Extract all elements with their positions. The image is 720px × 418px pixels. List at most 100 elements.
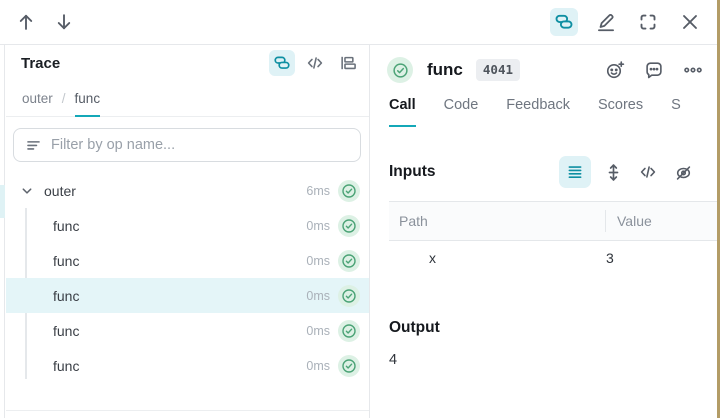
breadcrumb-item-outer[interactable]: outer xyxy=(22,91,53,106)
trace-view-switcher xyxy=(269,50,361,76)
hide-values-button[interactable] xyxy=(670,159,696,185)
close-icon xyxy=(680,12,700,32)
tree-row-label: func xyxy=(53,322,80,339)
expand-rows-icon xyxy=(604,163,623,182)
edit-button[interactable] xyxy=(592,8,620,36)
tab-call[interactable]: Call xyxy=(389,95,416,127)
tree-row-label: func xyxy=(53,357,80,374)
top-toolbar xyxy=(0,0,720,45)
call-header-actions xyxy=(602,57,706,83)
code-view-button[interactable] xyxy=(302,50,328,76)
call-tree: outer 6ms func 0ms func xyxy=(6,173,369,383)
status-success-icon xyxy=(338,319,360,342)
status-success-icon xyxy=(338,214,360,237)
inputs-table-row[interactable]: x 3 xyxy=(389,241,720,275)
code-icon xyxy=(639,163,657,181)
list-view-icon xyxy=(566,163,584,181)
tree-row-func-5[interactable]: func 0ms xyxy=(6,348,369,383)
inputs-table-header: Path Value xyxy=(389,201,720,241)
eye-off-icon xyxy=(674,163,693,182)
tree-row-func-3-selected[interactable]: func 0ms xyxy=(6,278,369,313)
chevron-down-icon[interactable] xyxy=(19,183,35,199)
tree-row-duration: 0ms xyxy=(306,288,330,303)
toolbar-right-icons xyxy=(550,8,704,36)
trace-breadcrumb: outer / func xyxy=(6,81,369,117)
inputs-section-header: Inputs xyxy=(371,155,720,189)
op-filter xyxy=(13,128,361,162)
tab-summary-clipped[interactable]: S xyxy=(671,97,681,113)
tree-row-outer[interactable]: outer 6ms xyxy=(6,173,369,208)
window-right-edge xyxy=(717,0,720,418)
tree-row-duration: 0ms xyxy=(306,218,330,233)
arrow-up-icon xyxy=(16,12,36,32)
call-header: func 4041 xyxy=(371,45,720,95)
tree-row-label: func xyxy=(53,287,80,304)
tree-row-label: func xyxy=(53,217,80,234)
trace-panel-title: Trace xyxy=(21,54,61,72)
edit-pencil-icon xyxy=(596,12,616,32)
status-success-icon xyxy=(387,57,413,83)
inputs-heading: Inputs xyxy=(389,163,436,180)
tree-row-label: func xyxy=(53,252,80,269)
trace-view-toggle-button[interactable] xyxy=(550,8,578,36)
overflow-menu-icon xyxy=(683,60,703,80)
comment-button[interactable] xyxy=(641,57,667,83)
call-detail-panel: func 4041 xyxy=(371,45,720,418)
arrow-down-icon xyxy=(54,12,74,32)
tree-row-func-2[interactable]: func 0ms xyxy=(6,243,369,278)
call-tabs: Call Code Feedback Scores S xyxy=(371,95,720,127)
overflow-menu-button[interactable] xyxy=(680,57,706,83)
tree-view-button[interactable] xyxy=(269,50,295,76)
add-reaction-button[interactable] xyxy=(602,57,628,83)
trace-panel-header: Trace xyxy=(6,45,369,81)
inputs-view-controls xyxy=(559,156,696,188)
trace-tree-icon xyxy=(273,54,291,72)
background-page-sliver xyxy=(0,45,5,418)
tree-row-func-1[interactable]: func 0ms xyxy=(6,208,369,243)
trace-tree-icon xyxy=(554,12,574,32)
tree-row-duration: 0ms xyxy=(306,323,330,338)
tree-row-duration: 0ms xyxy=(306,253,330,268)
breadcrumb-item-func[interactable]: func xyxy=(74,82,101,117)
status-success-icon xyxy=(338,354,360,377)
output-heading: Output xyxy=(389,319,440,336)
fullscreen-icon xyxy=(638,12,658,32)
status-success-icon xyxy=(338,249,360,272)
column-header-path: Path xyxy=(399,213,428,229)
previous-call-button[interactable] xyxy=(13,9,39,35)
tree-row-func-4[interactable]: func 0ms xyxy=(6,313,369,348)
flame-graph-icon xyxy=(339,54,357,72)
trace-panel-bottom-border xyxy=(6,410,369,411)
add-reaction-icon xyxy=(605,60,625,80)
breadcrumb-separator: / xyxy=(61,91,66,106)
input-value-cell: 3 xyxy=(606,250,614,266)
tab-code[interactable]: Code xyxy=(443,97,479,113)
op-filter-input[interactable] xyxy=(51,137,349,153)
call-id-badge[interactable]: 4041 xyxy=(475,59,520,81)
comment-icon xyxy=(644,60,664,80)
next-call-button[interactable] xyxy=(51,9,77,35)
expand-rows-button[interactable] xyxy=(600,159,626,185)
inputs-table: Path Value x 3 xyxy=(389,201,720,275)
status-success-icon xyxy=(338,179,360,202)
filter-icon xyxy=(25,137,42,154)
list-view-button[interactable] xyxy=(559,156,591,188)
background-selected-row-sliver xyxy=(0,185,5,218)
call-title: func xyxy=(427,60,463,79)
status-success-icon xyxy=(338,284,360,307)
tab-feedback[interactable]: Feedback xyxy=(506,97,570,113)
column-divider xyxy=(605,210,606,232)
column-header-value: Value xyxy=(617,213,652,229)
trace-panel: Trace xyxy=(6,45,370,418)
close-button[interactable] xyxy=(676,8,704,36)
flame-graph-view-button[interactable] xyxy=(335,50,361,76)
code-view-button[interactable] xyxy=(635,159,661,185)
code-icon xyxy=(306,54,324,72)
tree-row-label: outer xyxy=(44,182,76,199)
output-value: 4 xyxy=(389,352,398,368)
tree-row-duration: 6ms xyxy=(306,183,330,198)
tab-scores[interactable]: Scores xyxy=(597,97,644,113)
fullscreen-button[interactable] xyxy=(634,8,662,36)
call-nav-arrows xyxy=(0,9,77,35)
